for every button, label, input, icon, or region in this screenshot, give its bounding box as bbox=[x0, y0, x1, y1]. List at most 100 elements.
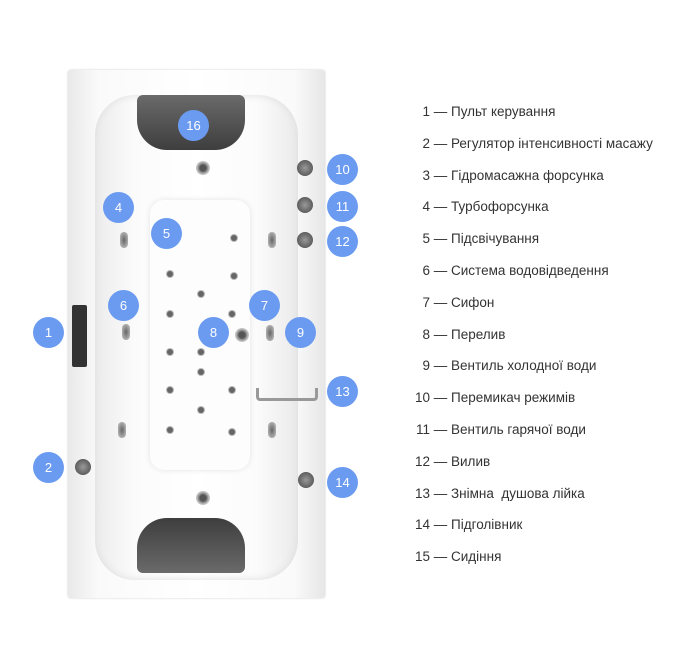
legend-dash: — bbox=[430, 453, 452, 469]
legend-label: Пульт керування bbox=[451, 104, 556, 119]
legend-item: 13 — Знімна душова лійка bbox=[400, 486, 653, 518]
legend-number: 3 bbox=[422, 167, 430, 183]
marker-5: 5 bbox=[151, 218, 182, 249]
valve-knob bbox=[297, 197, 313, 213]
marker-2: 2 bbox=[33, 452, 64, 483]
jet-nozzle bbox=[229, 311, 235, 317]
legend-number: 13 bbox=[414, 485, 430, 501]
jet-nozzle bbox=[231, 235, 237, 241]
legend-number: 15 bbox=[414, 549, 430, 565]
legend-number: 12 bbox=[414, 453, 430, 469]
marker-9: 9 bbox=[285, 317, 316, 348]
legend-item: 2 — Регулятор інтенсивності масажу bbox=[400, 135, 653, 168]
legend-label: Вилив bbox=[451, 453, 491, 469]
jet-nozzle bbox=[167, 311, 173, 317]
legend-item: 9 — Вентиль холодної води bbox=[400, 358, 653, 390]
valve-knob bbox=[297, 160, 313, 176]
legend-item: 11 — Вентиль гарячої води bbox=[400, 422, 653, 454]
legend-label: Знімна душова лійка bbox=[451, 485, 585, 501]
legend-number: 1 bbox=[422, 104, 430, 119]
marker-6: 6 bbox=[108, 290, 139, 321]
jet-nozzle bbox=[229, 429, 235, 435]
legend-dash: — bbox=[430, 390, 452, 406]
jet-nozzle bbox=[167, 427, 173, 433]
legend-number: 6 bbox=[422, 262, 430, 278]
legend-item: 5 — Підсвічування bbox=[400, 231, 653, 263]
jet-nozzle bbox=[231, 273, 237, 279]
legend-label: Турбофорсунка bbox=[451, 199, 549, 215]
legend-label: Вентиль холодної води bbox=[451, 358, 597, 374]
legend-number: 10 bbox=[414, 390, 430, 406]
jet-nozzle bbox=[167, 387, 173, 393]
legend-label: Перелив bbox=[451, 326, 506, 342]
legend-dash: — bbox=[430, 517, 452, 533]
turbo-jet bbox=[118, 422, 126, 438]
legend-number: 7 bbox=[422, 294, 430, 310]
legend-item: 3 — Гідромасажна форсунка bbox=[400, 168, 653, 200]
legend-dash: — bbox=[430, 326, 452, 342]
legend-label: Сифон bbox=[451, 294, 495, 310]
legend-number: 8 bbox=[422, 326, 430, 342]
jet-nozzle bbox=[167, 271, 173, 277]
legend-label: Система водовідведення bbox=[451, 262, 609, 278]
jet-nozzle bbox=[198, 407, 204, 413]
legend-label: Підголівник bbox=[451, 517, 523, 533]
legend-dash: — bbox=[430, 199, 452, 215]
drain-fixture bbox=[196, 491, 210, 505]
legend-number: 9 bbox=[422, 358, 430, 374]
turbo-jet bbox=[122, 324, 130, 340]
legend-dash: — bbox=[430, 421, 452, 437]
legend-number: 5 bbox=[422, 231, 430, 247]
legend-dash: — bbox=[430, 231, 452, 247]
jet-nozzle bbox=[198, 349, 204, 355]
legend-label: Регулятор інтенсивності масажу bbox=[451, 135, 653, 151]
legend-dash: — bbox=[430, 358, 452, 374]
marker-16: 16 bbox=[178, 110, 209, 141]
legend-dash: — bbox=[430, 294, 452, 310]
legend-number: 2 bbox=[422, 135, 430, 151]
marker-10: 10 bbox=[327, 154, 358, 185]
legend-item: 4 — Турбофорсунка bbox=[400, 199, 653, 231]
headrest-bottom bbox=[137, 518, 245, 573]
legend-dash: — bbox=[430, 485, 452, 501]
legend-number: 4 bbox=[422, 199, 430, 215]
legend-item: 15 — Сидіння bbox=[400, 549, 653, 581]
valve-knob bbox=[298, 472, 314, 488]
drain-fixture bbox=[235, 328, 249, 342]
legend-number: 11 bbox=[415, 421, 430, 437]
marker-7: 7 bbox=[249, 290, 280, 321]
jet-nozzle bbox=[198, 291, 204, 297]
legend-dash: — bbox=[430, 104, 452, 119]
legend-dash: — bbox=[430, 167, 452, 183]
jet-nozzle bbox=[229, 387, 235, 393]
turbo-jet bbox=[268, 422, 276, 438]
legend-item: 12 — Вилив bbox=[400, 454, 653, 486]
legend: 1 — Пульт керування 2 — Регулятор інтенси… bbox=[400, 104, 653, 581]
marker-4: 4 bbox=[103, 192, 134, 223]
jet-nozzle bbox=[198, 369, 204, 375]
marker-14: 14 bbox=[327, 467, 358, 498]
turbo-jet bbox=[120, 232, 128, 248]
legend-item: 10 — Перемикач режимів bbox=[400, 390, 653, 422]
drain-fixture bbox=[196, 161, 210, 175]
marker-12: 12 bbox=[327, 226, 358, 257]
legend-label: Гідромасажна форсунка bbox=[451, 167, 604, 183]
legend-item: 8 — Перелив bbox=[400, 327, 653, 359]
legend-dash: — bbox=[430, 262, 452, 278]
legend-label: Підсвічування bbox=[451, 231, 540, 247]
valve-knob bbox=[75, 459, 91, 475]
marker-8: 8 bbox=[198, 317, 229, 348]
marker-13: 13 bbox=[327, 376, 358, 407]
marker-1: 1 bbox=[33, 317, 64, 348]
legend-dash: — bbox=[430, 549, 452, 565]
turbo-jet bbox=[268, 232, 276, 248]
turbo-jet bbox=[266, 325, 274, 341]
shower-head bbox=[256, 388, 318, 401]
legend-item: 14 — Підголівник bbox=[400, 517, 653, 549]
jet-nozzle bbox=[167, 349, 173, 355]
legend-label: Вентиль гарячої води bbox=[451, 421, 586, 437]
control-panel bbox=[72, 305, 87, 367]
legend-label: Сидіння bbox=[451, 549, 502, 565]
legend-item: 7 — Сифон bbox=[400, 295, 653, 327]
